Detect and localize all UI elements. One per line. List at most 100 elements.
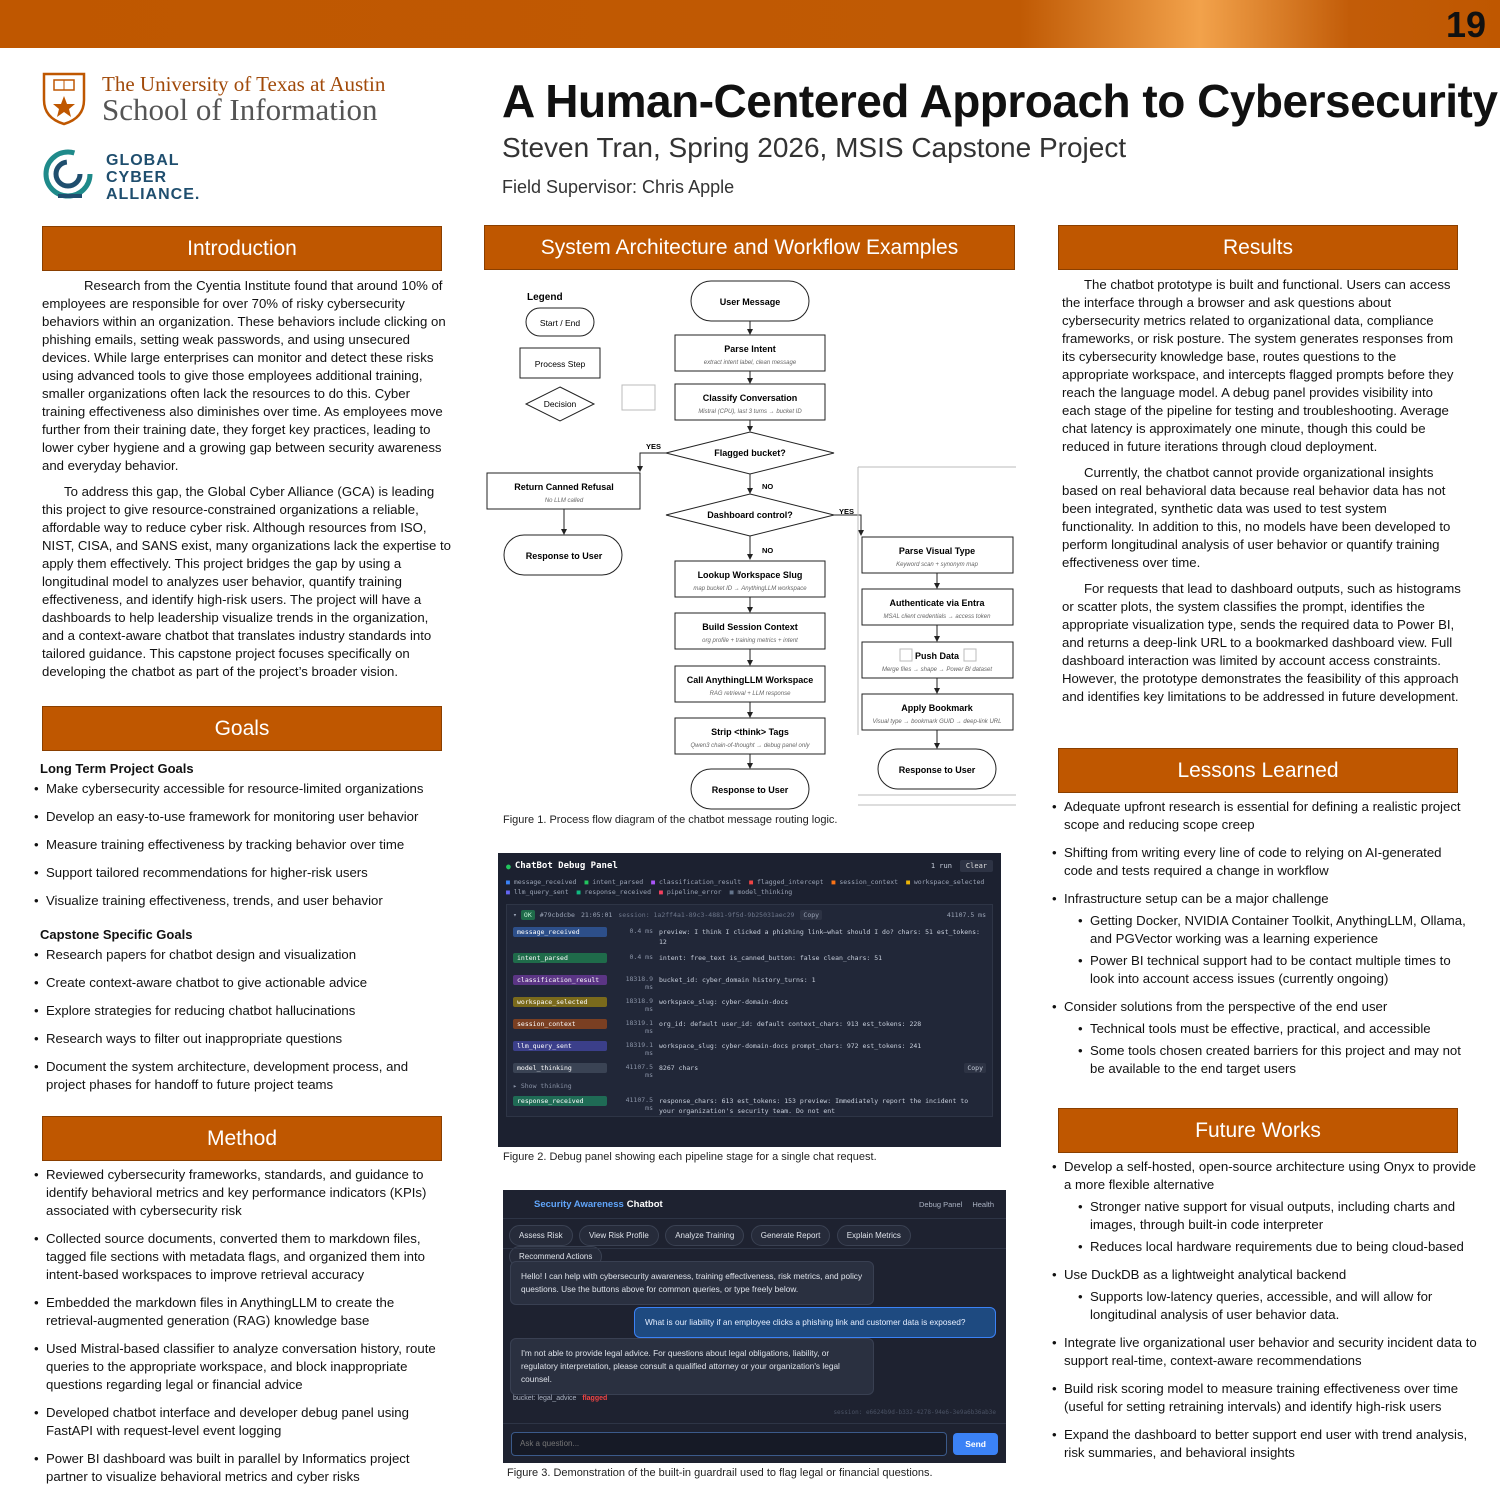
node-response-left: Response to User <box>526 551 603 561</box>
event-tag: classification_result <box>513 975 607 985</box>
list-item: Develop a self-hosted, open-source archi… <box>1052 1158 1482 1256</box>
legend-process-shape <box>519 347 601 379</box>
node-refusal-sub: No LLM called <box>545 498 584 504</box>
list-item: Use DuckDB as a lightweight analytical b… <box>1052 1266 1482 1324</box>
event-details: workspace_slug: cyber-domain-docs <box>659 998 789 1006</box>
table-row: classification_result 18318.9 ms bucket_id… <box>513 975 986 991</box>
poster-subtitle: Steven Tran, Spring 2026, MSIS Capstone … <box>502 132 1127 163</box>
figure-3-caption: Figure 3. Demonstration of the built-in … <box>507 1467 933 1479</box>
event-tag: model_thinking <box>513 1063 607 1073</box>
lessons-body: Adequate upfront research is essential f… <box>1052 798 1472 1088</box>
clear-button[interactable]: Clear <box>959 860 993 872</box>
event-details: intent: free_text is_canned_button: fals… <box>659 954 883 962</box>
table-row: intent_parsed 0.4 ms intent: free_text is_… <box>513 953 986 969</box>
list-item: Collected source documents, converted th… <box>34 1230 446 1284</box>
event-details: bucket_id: cyber_domain history_turns: 1 <box>659 976 816 984</box>
results-heading: Results <box>1058 225 1458 270</box>
introduction-heading: Introduction <box>42 226 442 271</box>
node-push-sub: Merge files → shape → Power BI dataset <box>882 667 992 673</box>
ut-shield-icon <box>42 72 86 126</box>
list-item: Infrastructure setup can be a major chal… <box>1052 890 1472 988</box>
run-id: #79cbdcbe <box>539 911 575 919</box>
chatbot-title: Chatbot <box>626 1198 663 1210</box>
legend-swatch-icon: ■ <box>506 888 514 896</box>
legend-item: ■ message_received <box>506 878 577 886</box>
nav-debug-panel-link[interactable]: Debug Panel <box>918 1199 963 1209</box>
node-user-message: User Message <box>720 297 781 307</box>
node-classify-sub: Mistral (CPU), last 3 turns → bucket ID <box>698 409 802 415</box>
legend-item: ■ flagged_intercept <box>749 878 824 886</box>
list-item: Develop an easy-to-use framework for mon… <box>34 808 449 826</box>
event-tag: intent_parsed <box>513 953 607 963</box>
node-response-mid: Response to User <box>712 785 789 795</box>
legend-start-end: Start / End <box>540 318 580 328</box>
legend-item: ■ workspace_selected <box>906 878 985 886</box>
nav-health-link[interactable]: Health <box>972 1199 994 1209</box>
ut-name-line1: The University of Texas at Austin <box>102 72 386 96</box>
legend-swatch-icon: ■ <box>906 878 914 886</box>
figure-1-caption: Figure 1. Process flow diagram of the ch… <box>503 814 838 826</box>
event-time: 0.4 ms <box>629 953 653 961</box>
capstone-goals-list: Research papers for chatbot design and v… <box>34 946 449 1094</box>
list-item: Embedded the markdown files in AnythingL… <box>34 1294 446 1330</box>
view-risk-profile-button[interactable]: View Risk Profile <box>578 1225 659 1246</box>
node-bookmark-sub: Visual type → bookmark GUID → deep-link … <box>873 719 1002 725</box>
message-area: Hello! I can help with cybersecurity awa… <box>503 1248 1006 1423</box>
label-yes-1: YES <box>646 442 661 451</box>
send-button[interactable]: Send <box>953 1432 998 1455</box>
page-number: 19 <box>1445 4 1486 45</box>
run-status-badge: OK <box>520 910 535 920</box>
expand-toggle-icon[interactable]: ▾ <box>513 911 517 919</box>
explain-metrics-button[interactable]: Explain Metrics <box>836 1225 911 1246</box>
node-parse-visual: Parse Visual Type <box>899 546 975 556</box>
node-dashboard: Dashboard control? <box>707 510 793 520</box>
flagged-badge: flagged <box>582 1395 608 1402</box>
legend-process: Process Step <box>535 359 586 369</box>
node-lookup: Lookup Workspace Slug <box>698 570 803 580</box>
node-parse-visual-sub: Keyword scan + synonym map <box>896 562 979 568</box>
chatbot-window: Security Awareness Chatbot Debug Panel H… <box>503 1190 1006 1463</box>
goals-body: Long Term Project Goals Make cybersecuri… <box>34 756 449 1104</box>
node-flagged: Flagged bucket? <box>714 448 786 458</box>
user-message: What is our liability if an employee cli… <box>634 1307 996 1338</box>
event-time: 0.4 ms <box>629 927 653 935</box>
show-thinking-toggle[interactable]: ▸ Show thinking <box>513 1082 572 1090</box>
legend-swatch-icon: ■ <box>729 888 738 896</box>
run-card: ▾ OK #79cbdcbe 21:05:01 session: 1a2ff4a… <box>506 904 993 1117</box>
list-item: Explore strategies for reducing chatbot … <box>34 1002 449 1020</box>
run-session: session: 1a2ff4a1-89c3-4881-9f5d-9b25031… <box>618 911 795 919</box>
list-item: Used Mistral-based classifier to analyze… <box>34 1340 446 1394</box>
node-response-right: Response to User <box>899 765 976 775</box>
list-item: Reviewed cybersecurity frameworks, stand… <box>34 1166 446 1220</box>
list-item: Shifting from writing every line of code… <box>1052 844 1472 880</box>
copy-thinking-button[interactable]: Copy <box>964 1063 986 1073</box>
poster-title: A Human-Centered Approach to Cybersecuri… <box>502 75 1498 127</box>
assess-risk-button[interactable]: Assess Risk <box>509 1225 573 1246</box>
event-time: 41107.5 ms <box>625 1096 653 1112</box>
event-time: 18318.9 ms <box>625 975 653 991</box>
analyze-training-button[interactable]: Analyze Training <box>665 1225 745 1246</box>
legend-item: ■ model_thinking <box>729 888 793 896</box>
question-input[interactable] <box>511 1431 948 1456</box>
list-item: Reduces local hardware requirements due … <box>1078 1238 1482 1256</box>
goals-heading: Goals <box>42 706 442 751</box>
legend-swatch-icon: ■ <box>749 878 757 886</box>
legend-item: ■ llm_query_sent <box>506 888 569 896</box>
node-session: Build Session Context <box>702 622 798 632</box>
node-classify: Classify Conversation <box>703 393 798 403</box>
copy-session-button[interactable]: Copy <box>800 910 823 920</box>
quick-action-bar: Assess Risk View Risk Profile Analyze Tr… <box>503 1218 1006 1267</box>
bot-greeting-message: Hello! I can help with cybersecurity awa… <box>510 1261 874 1305</box>
node-call: Call AnythingLLM Workspace <box>687 675 814 685</box>
node-auth-sub: MSAL client credentials → access token <box>884 614 992 620</box>
debug-panel-title: ChatBot Debug Panel <box>514 861 618 871</box>
generate-report-button[interactable]: Generate Report <box>750 1225 831 1246</box>
node-strip-sub: Qwen3 chain-of-thought → debug panel onl… <box>690 743 810 749</box>
list-item: Power BI technical support had to be con… <box>1078 952 1472 988</box>
list-item: Research papers for chatbot design and v… <box>34 946 449 964</box>
long-term-goals-heading: Long Term Project Goals <box>40 761 194 776</box>
legend-swatch-icon: ■ <box>506 878 514 886</box>
